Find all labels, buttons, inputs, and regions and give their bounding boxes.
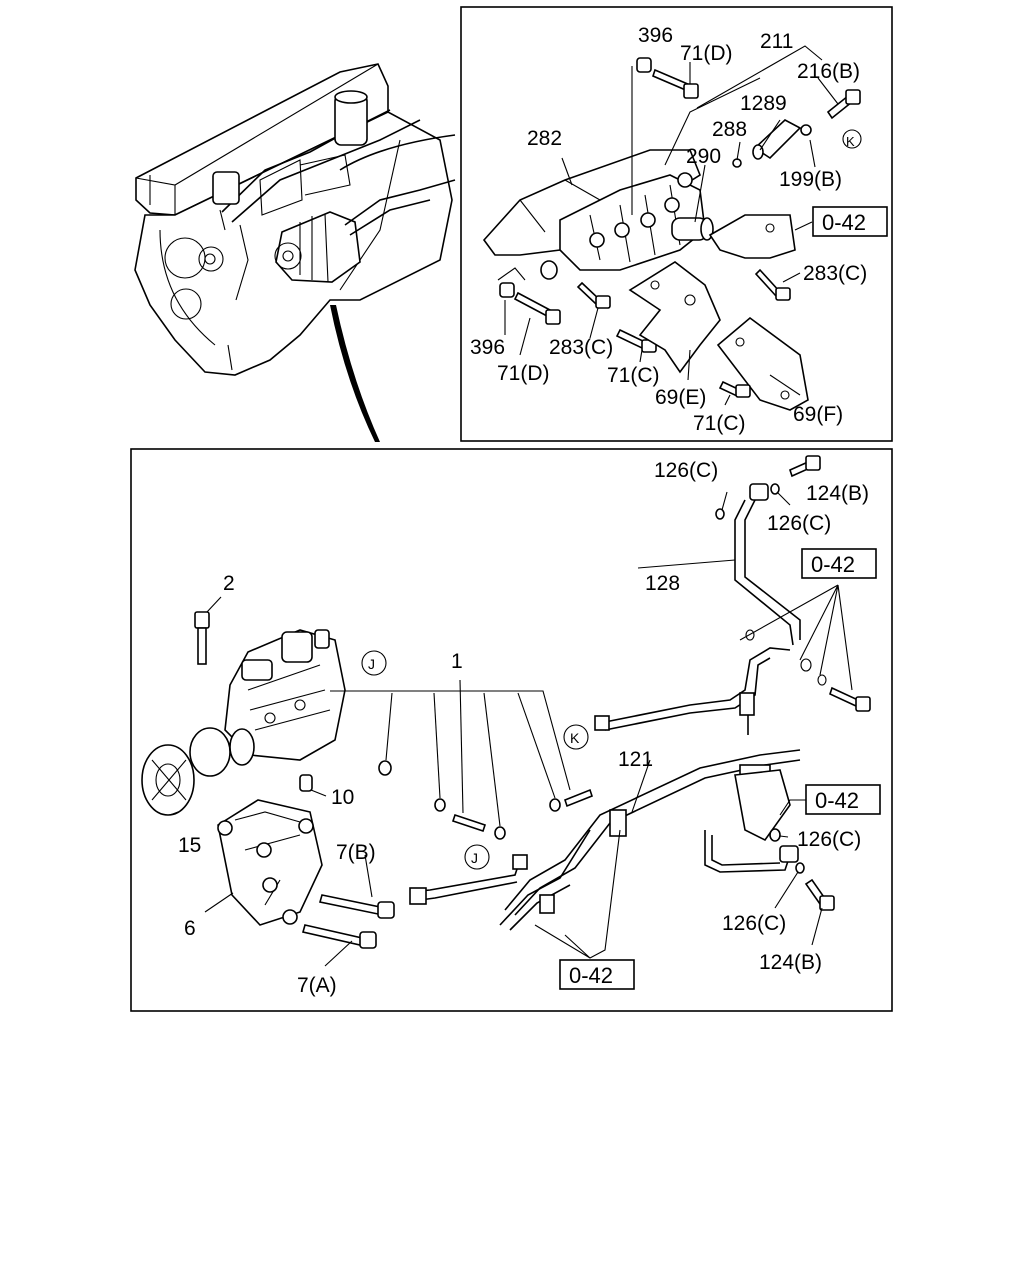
callout-396-top: 396 — [638, 24, 673, 47]
callout-121: 121 — [618, 748, 653, 771]
callout-71c-right: 71(C) — [693, 412, 746, 435]
detail-panel-frame — [460, 6, 893, 442]
callout-216b: 216(B) — [797, 60, 860, 83]
callout-6: 6 — [184, 917, 196, 940]
engine-overview-illustration — [134, 63, 456, 442]
callout-283c-right: 283(C) — [803, 262, 867, 285]
ref-0-42-label: 0-42 — [811, 552, 855, 577]
callout-71d-top: 71(D) — [680, 42, 733, 65]
reference-box-0-42-bottom: 0-42 — [559, 959, 635, 990]
callout-126c-mid: 126(C) — [797, 828, 861, 851]
callout-126c-top: 126(C) — [654, 459, 718, 482]
k-circle-marker: K — [570, 730, 580, 746]
callout-7b: 7(B) — [336, 841, 376, 864]
callout-7a: 7(A) — [297, 974, 337, 997]
main-panel-callouts: 126(C) 124(B) 126(C) 2 128 0-42 J 1 K 12… — [178, 459, 881, 997]
ref-0-42-label: 0-42 — [815, 788, 859, 813]
callout-211: 211 — [760, 30, 793, 53]
callout-71d-bottom: 71(D) — [497, 362, 550, 385]
callout-199b: 199(B) — [779, 168, 842, 191]
callout-283c-left: 283(C) — [549, 336, 613, 359]
main-panel-illustration — [141, 455, 871, 967]
reference-box-0-42-detail: 0-42 — [812, 206, 888, 237]
callout-290: 290 — [686, 145, 721, 168]
ref-0-42-label: 0-42 — [822, 210, 866, 235]
j-circle-marker-top: J — [368, 656, 375, 672]
callout-124b-bottom: 124(B) — [759, 951, 822, 974]
callout-128: 128 — [645, 572, 680, 595]
callout-69e: 69(E) — [655, 386, 706, 409]
callout-126c-top2: 126(C) — [767, 512, 831, 535]
callout-124b-top: 124(B) — [806, 482, 869, 505]
detail-panel-callouts: 396 71(D) 211 216(B) 1289 282 288 290 K … — [470, 24, 888, 435]
detail-panel-illustration — [482, 45, 862, 411]
callout-2: 2 — [223, 572, 235, 595]
callout-15: 15 — [178, 834, 201, 857]
callout-288: 288 — [712, 118, 747, 141]
callout-10: 10 — [331, 786, 354, 809]
reference-box-0-42-right-top: 0-42 — [801, 548, 877, 579]
callout-126c-bottom: 126(C) — [722, 912, 786, 935]
callout-396-bottom: 396 — [470, 336, 505, 359]
j-circle-marker-bottom: J — [471, 850, 478, 866]
callout-1289: 1289 — [740, 92, 787, 115]
callout-69f: 69(F) — [793, 403, 843, 426]
main-panel-frame — [130, 448, 893, 1012]
reference-box-0-42-right-mid: 0-42 — [805, 784, 881, 815]
callout-71c-left: 71(C) — [607, 364, 660, 387]
callout-282: 282 — [527, 127, 562, 150]
ref-0-42-label: 0-42 — [569, 963, 613, 988]
callout-1: 1 — [451, 650, 463, 673]
k-circle-marker: K — [846, 134, 855, 149]
